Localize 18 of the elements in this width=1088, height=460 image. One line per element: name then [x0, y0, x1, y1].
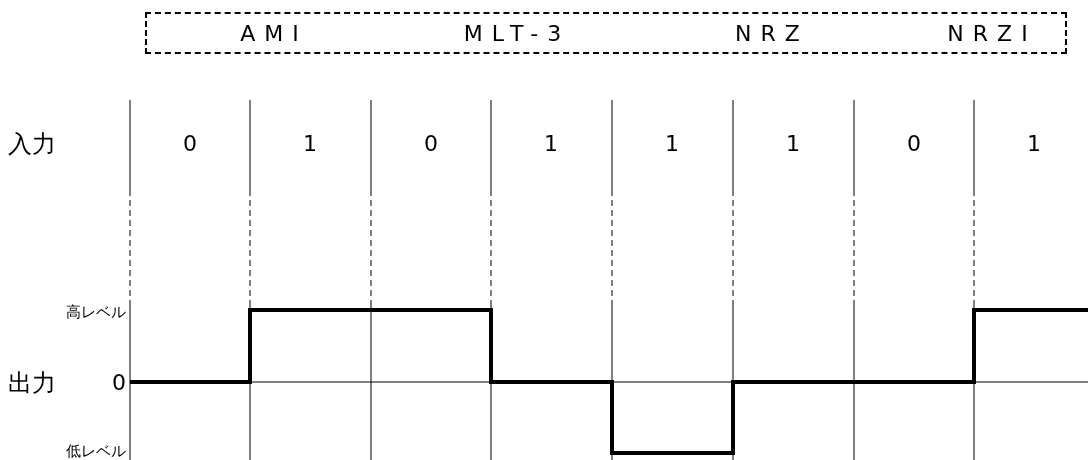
row-label: 入力 — [8, 132, 56, 156]
bit-value: 1 — [1027, 133, 1041, 155]
bit-value: 1 — [665, 133, 679, 155]
encoding-name: MLT-3 — [463, 23, 571, 45]
encoding-name: AMI — [240, 23, 308, 45]
bit-value: 1 — [303, 133, 317, 155]
bit-value: 0 — [183, 133, 197, 155]
level-label: 高レベル — [66, 305, 126, 320]
encoding-name: NRZ — [735, 23, 809, 45]
bit-value: 1 — [544, 133, 558, 155]
row-label: 出力 — [8, 371, 56, 395]
level-label: 0 — [112, 372, 126, 394]
encoding-name: NRZI — [947, 23, 1037, 45]
bit-value: 0 — [424, 133, 438, 155]
bit-value: 1 — [786, 133, 800, 155]
bit-value: 0 — [907, 133, 921, 155]
level-label: 低レベル — [66, 444, 126, 459]
dashed-frame — [145, 12, 1067, 54]
